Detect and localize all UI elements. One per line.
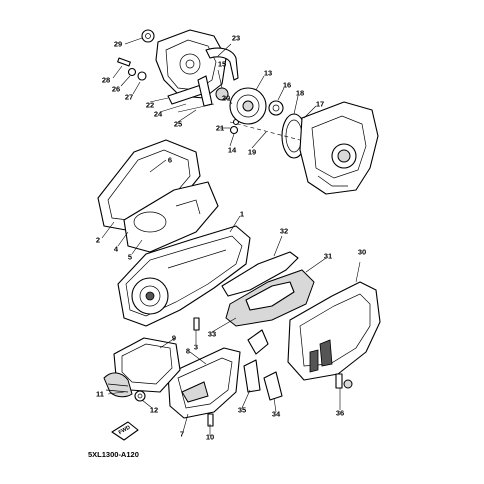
callout-1: 1 [239, 209, 245, 219]
callout-21: 21 [215, 123, 225, 133]
callout-6: 6 [167, 155, 173, 165]
hose-11-clamp-12 [103, 372, 146, 402]
callout-29: 29 [113, 39, 123, 49]
callout-27: 27 [124, 92, 134, 102]
callout-22: 22 [145, 100, 155, 110]
callout-5: 5 [127, 252, 133, 262]
air-duct-case-7-8 [167, 347, 241, 419]
callout-16: 16 [282, 80, 292, 90]
callout-14: 14 [227, 145, 237, 155]
callout-31: 31 [323, 251, 333, 261]
callout-32: 32 [279, 226, 289, 236]
kick-shaft-22-24-25 [167, 75, 215, 113]
callout-24: 24 [153, 109, 163, 119]
callout-23: 23 [231, 33, 241, 43]
callout-12: 12 [149, 405, 159, 415]
callout-17: 17 [315, 99, 325, 109]
outer-cover-30 [287, 281, 381, 381]
duct-31-33 [225, 269, 315, 355]
fwd-arrow [111, 421, 139, 441]
kick-spring-23 [205, 47, 239, 81]
callout-28: 28 [101, 75, 111, 85]
callout-15: 15 [217, 59, 227, 69]
screws-3-10 [193, 317, 214, 427]
callout-36: 36 [335, 408, 345, 418]
callout-11: 11 [96, 389, 104, 399]
callout-2: 2 [95, 235, 101, 245]
crankcase-cover-gasket-2 [97, 139, 201, 231]
crankcase-cover-1 [117, 225, 251, 327]
callout-13: 13 [263, 68, 273, 78]
callout-8: 8 [185, 346, 191, 356]
diagram-code: 5XL1300-A120 [88, 450, 139, 459]
callout-9: 9 [171, 333, 177, 343]
bolts-26-27-28 [117, 57, 147, 81]
callout-30: 30 [357, 247, 367, 257]
clutch-13-14-16-18-19 [229, 87, 307, 159]
callout-26: 26 [111, 84, 121, 94]
leader-lines [101, 37, 361, 436]
callout-33: 33 [207, 329, 217, 339]
callout-4: 4 [113, 244, 119, 254]
cover-plate-4-5 [123, 181, 219, 253]
callout-3: 3 [193, 342, 199, 352]
crankcase-right [299, 101, 379, 195]
inner-cover-top [141, 29, 227, 99]
callout-18: 18 [295, 88, 305, 98]
duct-32 [221, 251, 299, 297]
callout-19: 19 [247, 147, 257, 157]
callout-10: 10 [205, 432, 215, 442]
callout-35: 35 [237, 405, 247, 415]
callout-20: 20 [221, 93, 231, 103]
callout-7: 7 [179, 429, 185, 439]
callout-34: 34 [271, 409, 281, 419]
bolt-36 [335, 373, 353, 389]
brackets-34-35 [243, 359, 283, 401]
callout-25: 25 [173, 119, 183, 129]
